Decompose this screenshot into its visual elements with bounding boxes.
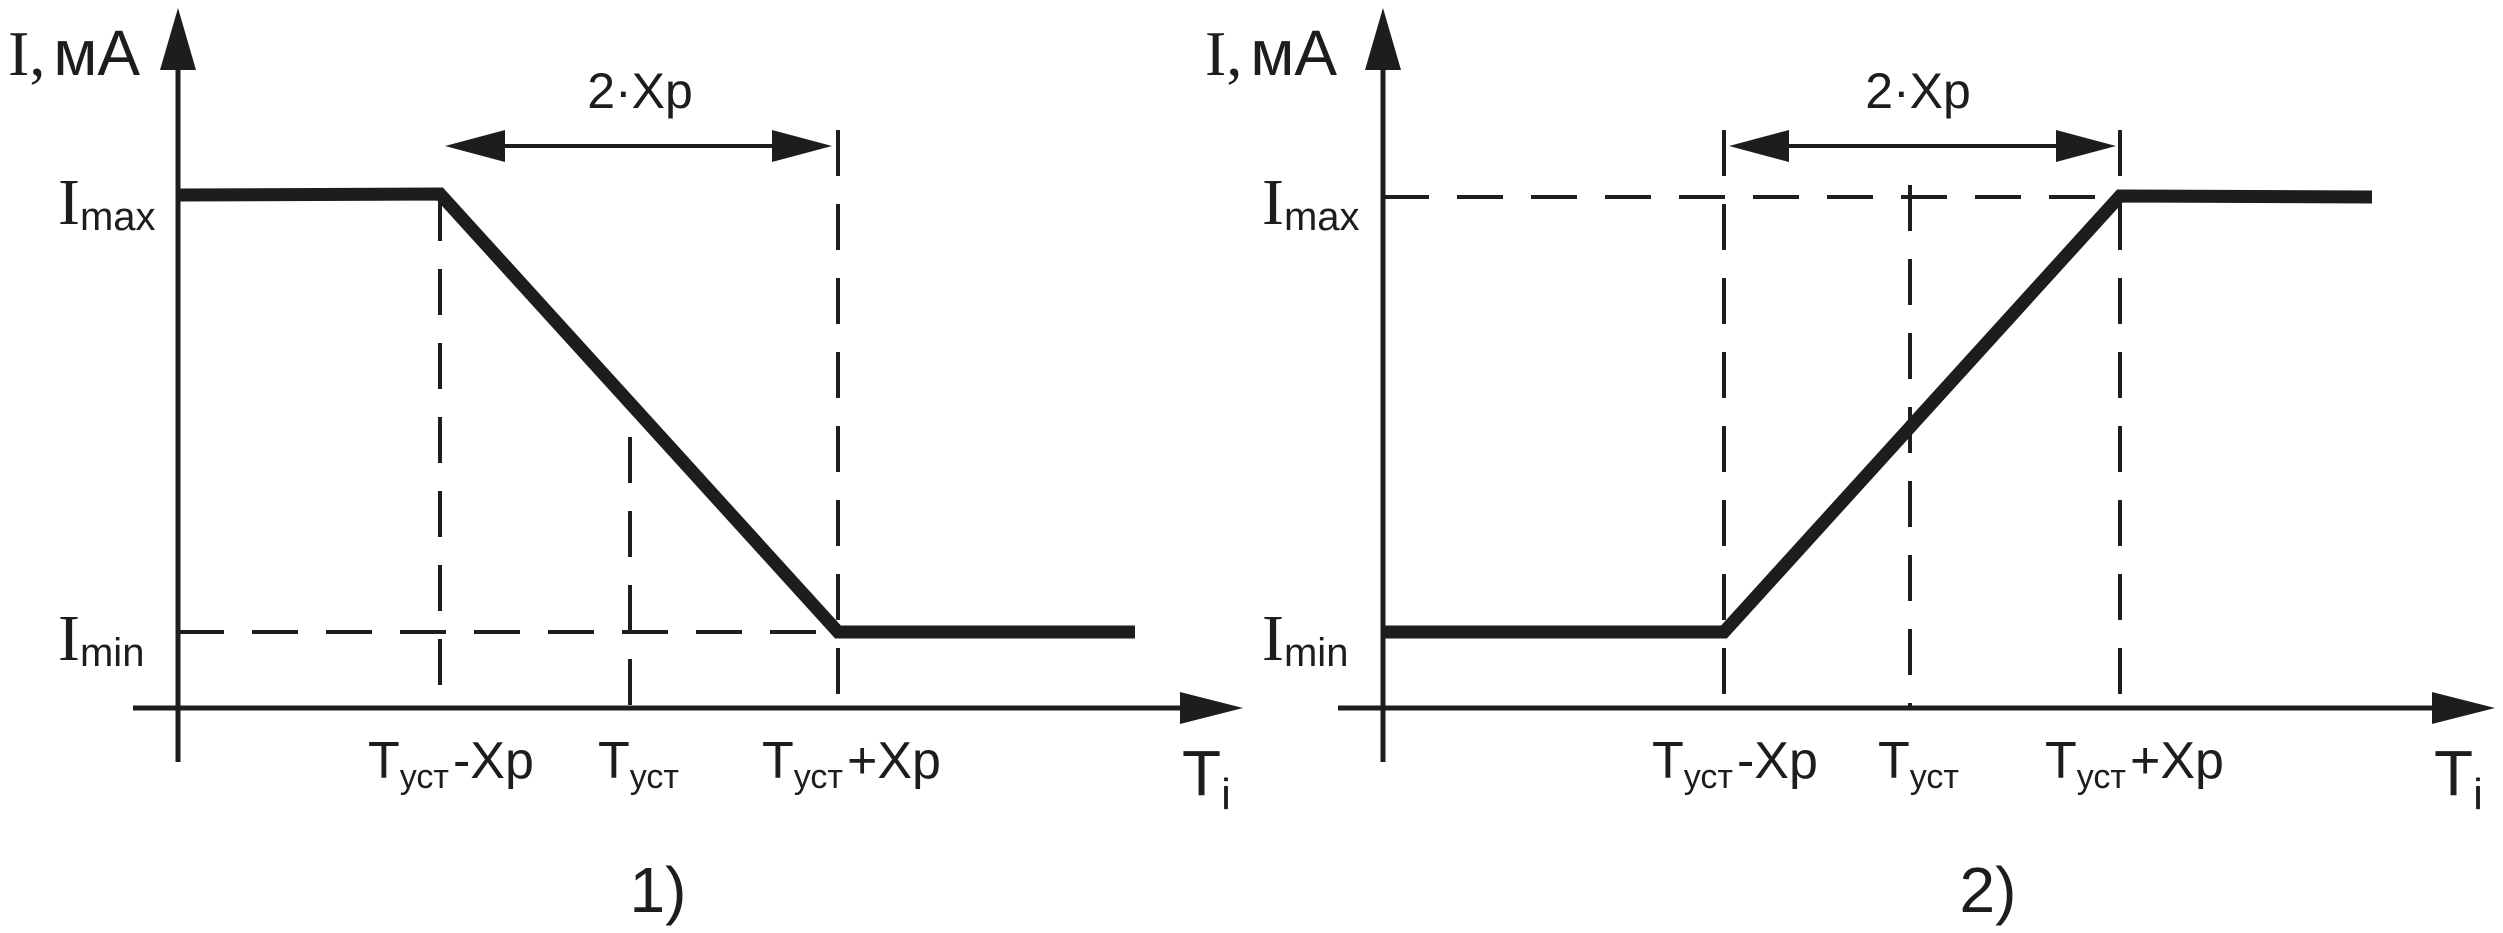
imax-label: Imax (1262, 166, 1360, 239)
y-axis-arrowhead (160, 8, 196, 70)
tick-label-tset-plus-xp: Tуст+Xp (2045, 732, 2224, 796)
imin-symbol: I (1262, 602, 1284, 675)
imax-subscript: max (80, 195, 156, 239)
y-axis-label-symbol: I, (8, 18, 45, 89)
imin-label: Imin (1262, 602, 1348, 675)
caption-1: 1) (630, 854, 687, 926)
imin-subscript: min (1284, 631, 1348, 675)
tick-label-tset-minus-xp: Tуст-Xp (368, 732, 534, 796)
y-axis-label-unit: мА (53, 17, 140, 89)
imin-symbol: I (58, 602, 80, 675)
x-axis-arrowhead (2432, 692, 2495, 724)
imin-subscript: min (80, 631, 144, 675)
imax-symbol: I (1262, 166, 1284, 239)
x-axis-label: Ti (2434, 737, 2483, 819)
tick-label-tset: Tуст (598, 732, 679, 796)
span-label: 2·Xp (1865, 63, 1971, 119)
imax-subscript: max (1284, 195, 1360, 239)
span-arrow-left-head (1729, 130, 1789, 162)
tick-label-tset: Tуст (1878, 732, 1959, 796)
x-axis-label: Ti (1182, 737, 1231, 819)
imax-symbol: I (58, 166, 80, 239)
span-arrow-right-head (2056, 130, 2116, 162)
y-axis-label-unit: мА (1250, 17, 1337, 89)
diagram-1: 2·Xp I,мА Imax Imin Tуст-Xp Tуст Tуст+Xp… (8, 8, 1243, 926)
characteristic-curve (1383, 189, 2373, 639)
tick-label-tset-plus-xp: Tуст+Xp (762, 732, 941, 796)
imin-label: Imin (58, 602, 144, 675)
tick-label-tset-minus-xp: Tуст-Xp (1652, 732, 1818, 796)
characteristic-curve (177, 187, 1135, 639)
span-arrow-left-head (445, 130, 505, 162)
y-axis-arrowhead (1365, 8, 1401, 70)
y-axis-label-symbol: I, (1205, 18, 1242, 89)
span-arrow-right-head (772, 130, 832, 162)
caption-2: 2) (1960, 854, 2017, 926)
span-label: 2·Xp (587, 63, 693, 119)
x-axis-arrowhead (1180, 692, 1243, 724)
imax-label: Imax (58, 166, 156, 239)
y-axis-label: I,мА (8, 17, 140, 89)
y-axis-label: I,мА (1205, 17, 1337, 89)
diagram-2: 2·Xp I,мА Imax Imin Tуст-Xp Tуст Tуст+Xp… (1205, 8, 2495, 926)
